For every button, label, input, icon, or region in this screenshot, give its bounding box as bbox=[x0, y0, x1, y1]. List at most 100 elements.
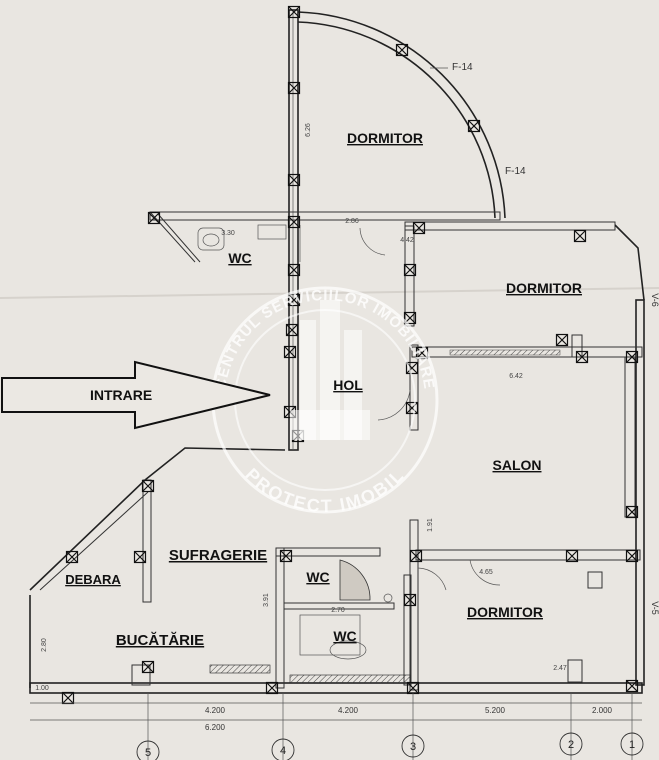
arrow-right-icon bbox=[1, 360, 271, 430]
column-box bbox=[625, 505, 639, 519]
axis-marker-4: 4 bbox=[280, 745, 286, 757]
column-cross bbox=[266, 682, 278, 694]
column-box bbox=[141, 660, 155, 674]
dim-misc-10: 1.91 bbox=[427, 518, 434, 532]
column-cross bbox=[556, 334, 568, 346]
column-cross bbox=[142, 661, 154, 673]
column-box bbox=[467, 119, 481, 133]
room-dormitor-top: DORMITOR bbox=[347, 130, 423, 146]
dim-misc-1: 2.86 bbox=[345, 218, 359, 225]
axis-marker-1: 1 bbox=[629, 739, 635, 751]
column-cross bbox=[284, 346, 296, 358]
room-labels: DORMITOR DORMITOR DORMITOR WC WC WC HOL … bbox=[65, 130, 582, 649]
doors bbox=[299, 225, 501, 601]
room-wc-bottom: WC bbox=[333, 628, 356, 644]
room-wc-mid: WC bbox=[306, 569, 329, 585]
column-cross bbox=[566, 550, 578, 562]
column-cross bbox=[396, 44, 408, 56]
axis-markers: 5 4 3 2 1 bbox=[136, 732, 644, 760]
column-cross bbox=[288, 174, 300, 186]
entrance-label: INTRARE bbox=[90, 387, 152, 403]
room-salon: SALON bbox=[493, 457, 542, 473]
column-box bbox=[412, 221, 426, 235]
axis-label-v5: V-5 bbox=[650, 601, 659, 615]
axis-marker-5: 5 bbox=[145, 747, 151, 759]
column-box bbox=[403, 263, 417, 277]
axis-label-v6: V-6 bbox=[650, 293, 659, 307]
column-cross bbox=[574, 230, 586, 242]
bathroom-fixtures bbox=[197, 224, 393, 660]
column-box bbox=[287, 293, 301, 307]
column-cross bbox=[134, 551, 146, 563]
column-box bbox=[61, 691, 75, 705]
column-cross bbox=[468, 120, 480, 132]
column-box bbox=[287, 263, 301, 277]
column-cross bbox=[62, 692, 74, 704]
column-box bbox=[287, 173, 301, 187]
room-hol: HOL bbox=[333, 377, 363, 393]
column-box bbox=[279, 549, 293, 563]
column-cross bbox=[404, 594, 416, 606]
dim-bottom-2: 4.200 bbox=[338, 706, 359, 715]
axis-marker-3: 3 bbox=[410, 741, 416, 753]
dim-misc-6: 4.65 bbox=[479, 569, 493, 576]
column-box bbox=[283, 345, 297, 359]
room-dormitor-bottom: DORMITOR bbox=[467, 604, 543, 620]
column-box bbox=[403, 311, 417, 325]
column-box bbox=[395, 43, 409, 57]
column-box bbox=[625, 350, 639, 364]
column-cross bbox=[626, 680, 638, 692]
room-wc-top: WC bbox=[228, 250, 251, 266]
room-dormitor-right: DORMITOR bbox=[506, 280, 582, 296]
dimension-labels: 4.200 4.200 5.200 2.000 6.200 2.86 3.30 … bbox=[35, 123, 612, 732]
column-cross bbox=[288, 294, 300, 306]
window-tag-1: F-14 bbox=[452, 62, 473, 73]
column-box bbox=[287, 215, 301, 229]
column-box bbox=[133, 550, 147, 564]
column-cross bbox=[142, 480, 154, 492]
window-tag-2: F-14 bbox=[505, 166, 526, 177]
column-cross bbox=[66, 551, 78, 563]
column-cross bbox=[626, 506, 638, 518]
dim-bottom-1: 4.200 bbox=[205, 706, 226, 715]
column-box bbox=[265, 681, 279, 695]
column-box bbox=[287, 5, 301, 19]
axis-marker-2: 2 bbox=[568, 739, 574, 751]
dim-misc-11: 2.47 bbox=[553, 665, 567, 672]
dimension-lines bbox=[30, 693, 642, 760]
column-cross bbox=[286, 324, 298, 336]
column-box bbox=[573, 229, 587, 243]
dim-misc-12: 1.00 bbox=[35, 685, 49, 692]
column-cross bbox=[576, 351, 588, 363]
paper-fold bbox=[0, 287, 659, 299]
dim-misc-2: 3.30 bbox=[221, 230, 235, 237]
room-sufragerie: SUFRAGERIE bbox=[169, 547, 267, 564]
column-box bbox=[625, 679, 639, 693]
dim-misc-5: 6.42 bbox=[509, 373, 523, 380]
column-box bbox=[141, 479, 155, 493]
dim-bottom-3: 5.200 bbox=[485, 706, 506, 715]
column-cross bbox=[413, 222, 425, 234]
column-cross bbox=[404, 264, 416, 276]
column-box bbox=[625, 549, 639, 563]
column-cross bbox=[626, 550, 638, 562]
column-cross bbox=[626, 351, 638, 363]
column-box bbox=[287, 81, 301, 95]
column-box bbox=[405, 401, 419, 415]
column-box bbox=[565, 549, 579, 563]
dim-misc-8: 2.70 bbox=[331, 607, 345, 614]
column-box bbox=[409, 549, 423, 563]
dim-bottom-4: 2.000 bbox=[592, 706, 613, 715]
column-box bbox=[147, 211, 161, 225]
column-box bbox=[403, 593, 417, 607]
dim-misc-9: 3.91 bbox=[263, 593, 270, 607]
column-box bbox=[285, 323, 299, 337]
dim-bottom-total: 6.200 bbox=[205, 723, 226, 732]
dim-misc-7: 2.80 bbox=[41, 638, 48, 652]
column-cross bbox=[410, 550, 422, 562]
column-box bbox=[65, 550, 79, 564]
room-debara: DEBARA bbox=[65, 572, 121, 587]
column-box bbox=[575, 350, 589, 364]
column-cross bbox=[148, 212, 160, 224]
